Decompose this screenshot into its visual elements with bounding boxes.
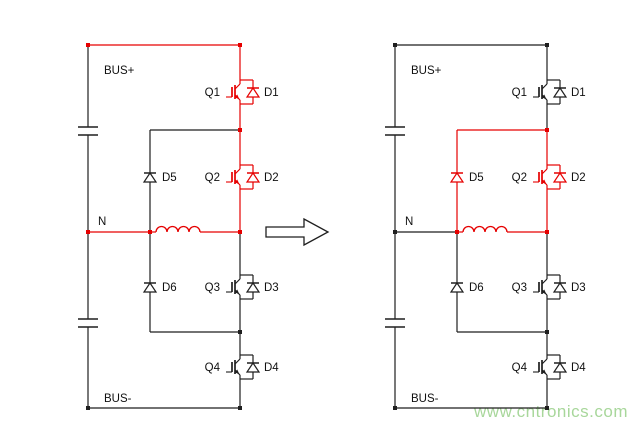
q3-igbt-symbol (533, 278, 548, 296)
d2-diode-triangle (245, 171, 261, 183)
d6-label: D6 (162, 282, 177, 294)
bus-plus-label: BUS+ (104, 65, 135, 77)
q2-igbt-symbol (226, 168, 241, 186)
d6-diode-symbol (142, 275, 158, 299)
d3-diode-symbol (240, 274, 261, 300)
d4-label: D4 (264, 362, 279, 374)
d2-label: D2 (571, 172, 586, 184)
inductor (462, 225, 508, 233)
bus-minus-label: BUS- (104, 393, 132, 405)
d6-diode-symbol (449, 275, 465, 299)
node_nl (86, 230, 90, 234)
d5-diode-symbol (449, 165, 465, 189)
d4-diode-triangle (552, 361, 568, 373)
watermark-text: www.cntronics.com (473, 402, 628, 421)
q2-emitter-arrow (541, 179, 547, 185)
q4-label: Q4 (512, 362, 528, 374)
node_br (238, 406, 242, 410)
q2-label: Q2 (512, 172, 527, 184)
node_tr (238, 43, 242, 47)
d6-diode-triangle (142, 281, 158, 293)
d4-diode-symbol (240, 354, 261, 380)
d1-diode-triangle (245, 86, 261, 98)
d2-diode-symbol (240, 164, 261, 190)
node_bl (393, 406, 397, 410)
d1-diode-symbol (240, 79, 261, 105)
node_j1 (238, 128, 242, 132)
d4-label: D4 (571, 362, 586, 374)
q1-label: Q1 (205, 87, 220, 99)
q3-label: Q3 (512, 282, 527, 294)
neutral-label: N (98, 216, 106, 228)
d4-diode-triangle (245, 361, 261, 373)
d1-label: D1 (571, 87, 586, 99)
d3-diode-symbol (547, 274, 568, 300)
d2-diode-symbol (547, 164, 568, 190)
q4-label: Q4 (205, 362, 221, 374)
d6-label: D6 (469, 282, 484, 294)
node_j2 (545, 330, 549, 334)
bus-minus-label: BUS- (411, 393, 439, 405)
neutral-label: N (405, 216, 413, 228)
d3-label: D3 (264, 282, 279, 294)
node_tr (545, 43, 549, 47)
d6-diode-triangle (449, 281, 465, 293)
d1-diode-symbol (547, 79, 568, 105)
node_clamp (148, 230, 152, 234)
q1-label: Q1 (512, 87, 527, 99)
node_bl (86, 406, 90, 410)
d4-diode-symbol (547, 354, 568, 380)
q4-emitter-arrow (541, 369, 547, 375)
node_out (238, 230, 242, 234)
node_nl (393, 230, 397, 234)
node_clamp (455, 230, 459, 234)
q3-emitter-arrow (541, 289, 547, 295)
bus-plus-label: BUS+ (411, 65, 442, 77)
d2-diode-triangle (552, 171, 568, 183)
q4-igbt-symbol (226, 358, 241, 376)
transition-arrow-icon (265, 217, 330, 247)
d5-label: D5 (162, 172, 177, 184)
q2-igbt-symbol (533, 168, 548, 186)
q1-emitter-arrow (541, 94, 547, 100)
d5-label: D5 (469, 172, 484, 184)
d5-diode-triangle (449, 171, 465, 183)
d5-diode-triangle (142, 171, 158, 183)
q4-emitter-arrow (234, 369, 240, 375)
d1-label: D1 (264, 87, 279, 99)
node_j1 (545, 128, 549, 132)
d3-diode-triangle (245, 281, 261, 293)
q4-igbt-symbol (533, 358, 548, 376)
d3-diode-triangle (552, 281, 568, 293)
node_out (545, 230, 549, 234)
q1-igbt-symbol (226, 83, 241, 101)
q3-igbt-symbol (226, 278, 241, 296)
q2-label: Q2 (205, 172, 220, 184)
d2-label: D2 (264, 172, 279, 184)
node_tl (86, 43, 90, 47)
q1-igbt-symbol (533, 83, 548, 101)
d1-diode-triangle (552, 86, 568, 98)
d3-label: D3 (571, 282, 586, 294)
q2-emitter-arrow (234, 179, 240, 185)
q1-emitter-arrow (234, 94, 240, 100)
inductor (155, 225, 201, 233)
node_br (545, 406, 549, 410)
q3-emitter-arrow (234, 289, 240, 295)
q3-label: Q3 (205, 282, 220, 294)
node_j2 (238, 330, 242, 334)
node_tl (393, 43, 397, 47)
d5-diode-symbol (142, 165, 158, 189)
